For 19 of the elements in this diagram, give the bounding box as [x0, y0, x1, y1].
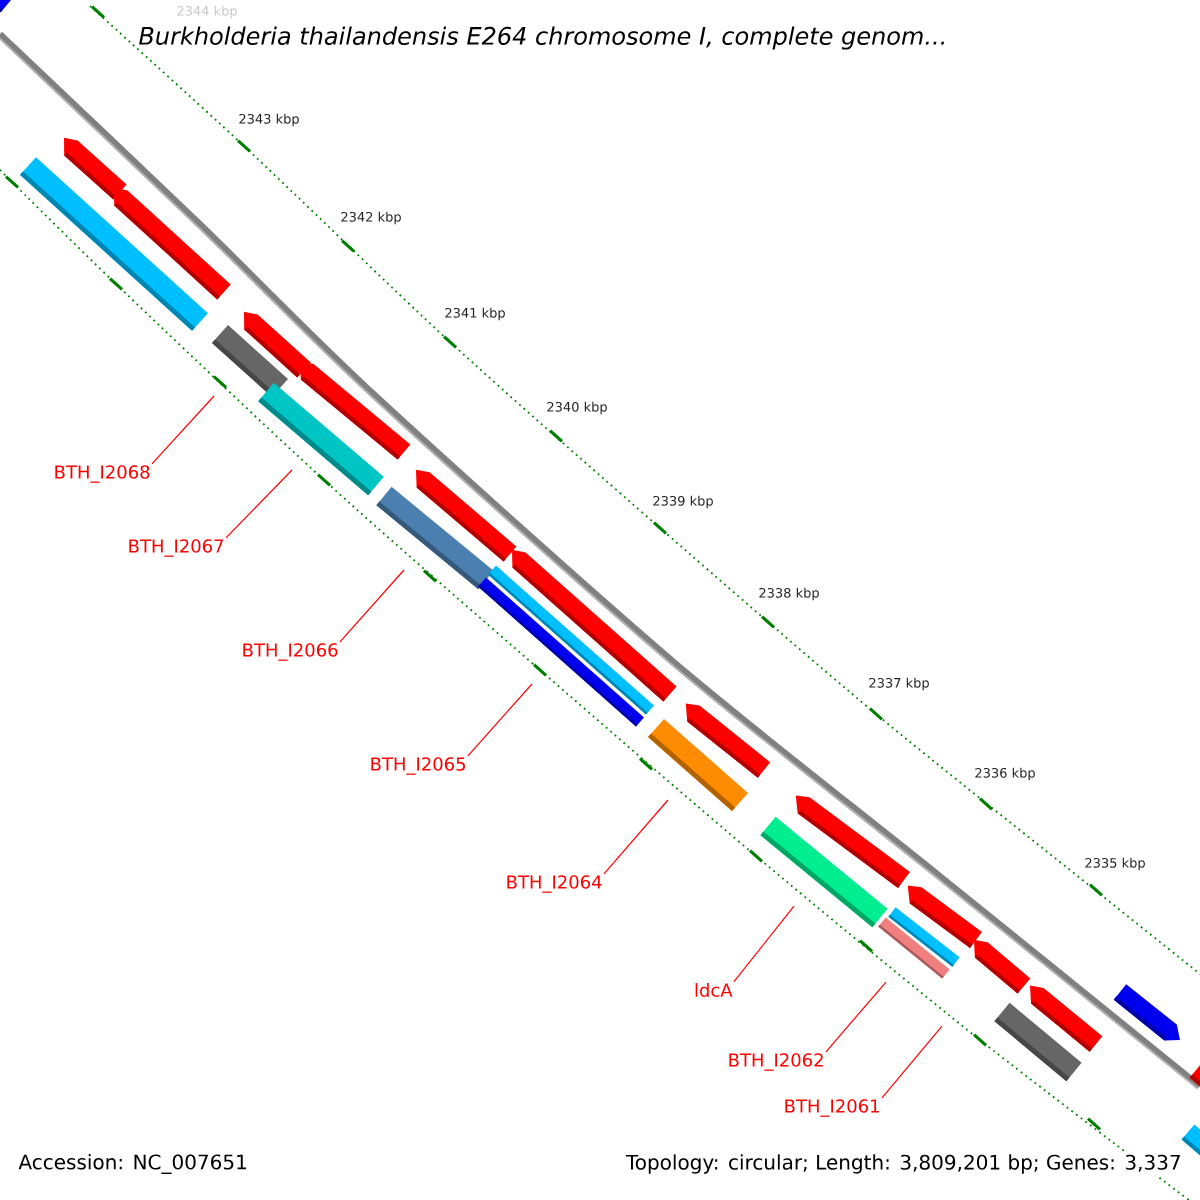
leader-line	[225, 469, 293, 539]
leader-line	[881, 1025, 943, 1099]
leader-line	[733, 905, 795, 983]
gene-label: ldcA	[695, 983, 733, 997]
gene-label: BTH_I2066	[243, 643, 338, 661]
title: Burkholderia thailandensis E264 chromosome I, complete genom...	[139, 26, 945, 50]
leader-line	[603, 799, 669, 875]
leader-line	[339, 569, 405, 643]
leader-line	[825, 981, 887, 1053]
gene-label: BTH_I2062	[729, 1053, 823, 1071]
gene-label: BTH_I2068	[55, 465, 150, 483]
gene-label: BTH_I2065	[371, 757, 465, 775]
gene-label: BTH_I2064	[507, 875, 602, 893]
leader-line	[467, 683, 533, 757]
summary-text: Topology: circular; Length: 3,809,201 bp; Genes: 3,337	[623, 1152, 1184, 1176]
gene-label: BTH_I2061	[785, 1099, 879, 1117]
leader-line	[151, 395, 215, 465]
accession-text: Accession: NC_007651	[18, 1154, 248, 1174]
gene-label: BTH_I2067	[129, 539, 224, 557]
